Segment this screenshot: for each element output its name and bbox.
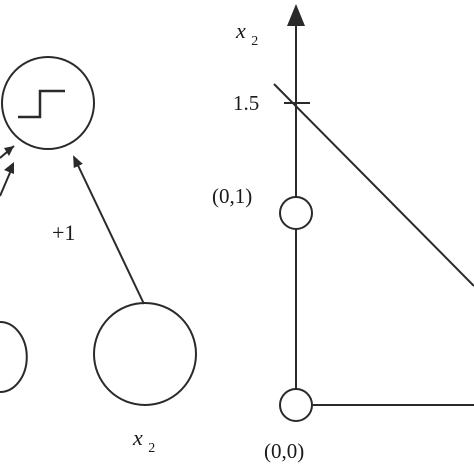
tick-1-5-label: 1.5: [233, 91, 259, 115]
plot-panel: x 2 1.5 (0,1) (0,0): [212, 4, 474, 463]
x2-axis-arrow-icon: [287, 4, 305, 26]
edge-partial-bottom-head: [4, 162, 14, 174]
edge-partial-bottom: [0, 167, 13, 197]
x2-axis-label: x 2: [235, 18, 258, 49]
point-0-0-label: (0,0): [264, 439, 304, 463]
point-0-1-label: (0,1): [212, 184, 252, 208]
edge-weight-label: +1: [52, 220, 75, 245]
input-node-x1-partial: [0, 321, 28, 393]
edge-x2-to-output: [73, 155, 145, 305]
output-node: [1, 56, 95, 150]
input-node-x2: [93, 302, 197, 406]
decision-boundary-line: [273, 83, 474, 287]
point-0-1: [279, 196, 313, 230]
edge-partial-top-head: [4, 146, 14, 156]
point-0-0: [279, 388, 313, 422]
step-function-icon: [18, 89, 65, 119]
input-node-x2-label: x 2: [132, 425, 155, 456]
network-panel: +1 x 2: [0, 56, 197, 456]
